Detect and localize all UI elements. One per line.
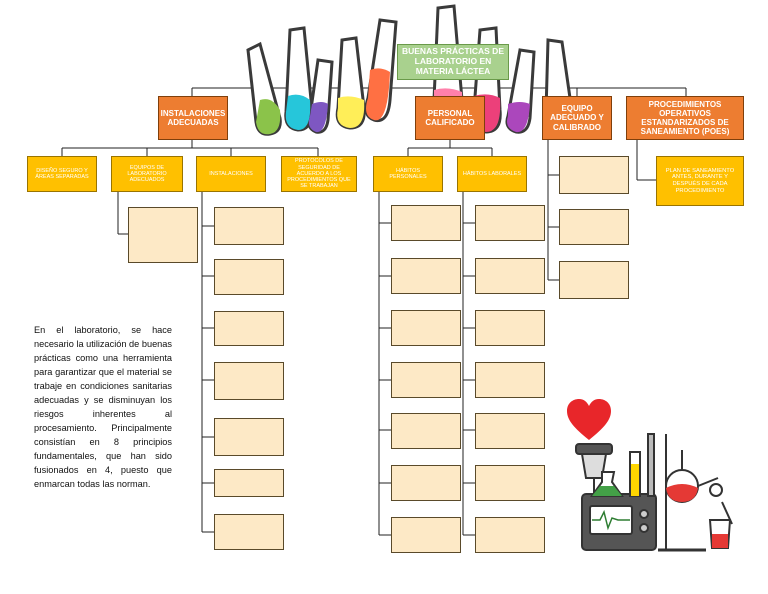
sub-instalaciones: INSTALACIONES bbox=[196, 156, 266, 192]
sub-habitos-laborales: HÁBITOS LABORALES bbox=[457, 156, 527, 192]
detail-box bbox=[391, 362, 461, 398]
branch-personal-calificado: PERSONAL CALIFICADO bbox=[415, 96, 485, 140]
detail-box bbox=[391, 465, 461, 501]
detail-box bbox=[391, 205, 461, 241]
detail-box bbox=[214, 311, 284, 346]
detail-box bbox=[391, 258, 461, 294]
intro-paragraph: En el laboratorio, se hace necesario la … bbox=[34, 325, 172, 489]
detail-box bbox=[475, 413, 545, 449]
detail-box bbox=[475, 258, 545, 294]
sub-plan-saneamiento: PLAN DE SANEAMIENTO ANTES, DURANTE Y DES… bbox=[656, 156, 744, 206]
detail-box bbox=[214, 259, 284, 295]
sub-diseno-seguro: DISEÑO SEGURO Y ÁREAS SEPARADAS bbox=[27, 156, 97, 192]
sub-protocolos-seguridad: PROTOCOLOS DE SEGURIDAD DE ACUERDO A LOS… bbox=[281, 156, 357, 192]
detail-box bbox=[559, 209, 629, 245]
detail-box bbox=[475, 517, 545, 553]
detail-box bbox=[214, 469, 284, 497]
detail-box bbox=[475, 310, 545, 346]
heart-icon bbox=[567, 399, 611, 440]
detail-box bbox=[214, 418, 284, 456]
detail-box bbox=[475, 465, 545, 501]
detail-box bbox=[214, 514, 284, 550]
detail-box bbox=[475, 205, 545, 241]
branch-equipo-adecuado: EQUIPO ADECUADO Y CALIBRADO bbox=[542, 96, 612, 140]
detail-box bbox=[559, 261, 629, 299]
detail-box bbox=[214, 362, 284, 400]
sub-equipos-laboratorio: EQUIPOS DE LABORATORIO ADECUADOS bbox=[111, 156, 183, 192]
detail-box bbox=[214, 207, 284, 245]
detail-box bbox=[128, 207, 198, 263]
detail-box bbox=[475, 362, 545, 398]
diagram-title: BUENAS PRÁCTICAS DE LABORATORIO EN MATER… bbox=[397, 44, 509, 80]
sub-habitos-personales: HÁBITOS PERSONALES bbox=[373, 156, 443, 192]
detail-box bbox=[559, 156, 629, 194]
branch-instalaciones-adecuadas: INSTALACIONES ADECUADAS bbox=[158, 96, 228, 140]
detail-box bbox=[391, 413, 461, 449]
detail-box bbox=[391, 310, 461, 346]
detail-box bbox=[391, 517, 461, 553]
lab-equipment-icon bbox=[575, 433, 733, 552]
branch-poes: PROCEDIMIENTOS OPERATIVOS ESTANDARIZADOS… bbox=[626, 96, 744, 140]
